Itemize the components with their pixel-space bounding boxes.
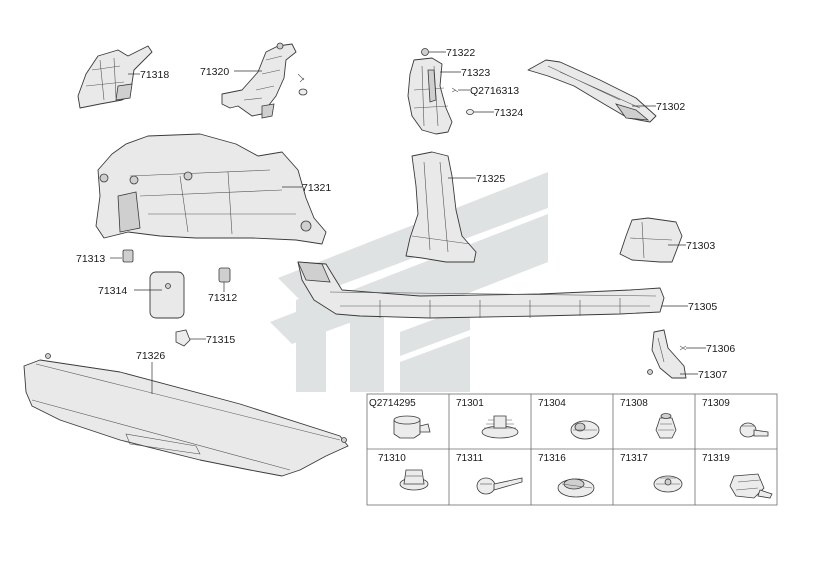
table-cell-label-r2c5: 71319 xyxy=(702,453,730,464)
label-71305: 71305 xyxy=(688,301,717,313)
table-cell-label-r2c2: 71311 xyxy=(456,453,484,464)
table-cell-label-r2c1: 71310 xyxy=(378,453,406,464)
label-71312: 71312 xyxy=(208,292,237,304)
label-71324: 71324 xyxy=(494,107,523,119)
table-cell-label-r1c3: 71304 xyxy=(538,398,566,409)
label-71314: 71314 xyxy=(98,285,127,297)
label-71315: 71315 xyxy=(206,334,235,346)
part-71306-trim xyxy=(651,329,687,379)
label-71318: 71318 xyxy=(140,69,169,81)
fastener-71308-icon xyxy=(655,413,677,439)
label-71322: 71322 xyxy=(446,47,475,59)
fastener-71316-icon xyxy=(557,478,595,498)
part-71305-sill-trim xyxy=(297,261,665,319)
fastener-71319-icon xyxy=(729,473,773,499)
part-71307-clip xyxy=(647,369,653,375)
fastener-71311-icon xyxy=(476,477,523,495)
table-cell-label-r1c4: 71308 xyxy=(620,398,648,409)
fastener-table: Q2714295 71301 71304 71308 71309 71310 7… xyxy=(366,393,778,506)
table-cell-label-r2c4: 71317 xyxy=(620,453,648,464)
fastener-71309-icon xyxy=(739,422,769,438)
label-71303: 71303 xyxy=(686,240,715,252)
part-71322-clip xyxy=(421,48,429,56)
table-cell-label-r1c1: Q2714295 xyxy=(369,398,416,409)
fastener-71304-icon xyxy=(570,420,600,440)
table-cell-label-r1c2: 71301 xyxy=(456,398,484,409)
part-71324-clip xyxy=(466,109,474,115)
part-71312-clip xyxy=(218,267,231,283)
label-71321: 71321 xyxy=(302,182,331,194)
label-71313: 71313 xyxy=(76,253,105,265)
part-71306-screw xyxy=(679,345,687,351)
part-71318-pillar-trim xyxy=(77,45,153,109)
fastener-71310-icon xyxy=(399,469,429,491)
part-71321-luggage-side-trim xyxy=(95,133,327,245)
label-71306: 71306 xyxy=(706,343,735,355)
part-71313-hook xyxy=(122,249,134,263)
label-Q2716313: Q2716313 xyxy=(470,85,519,97)
label-71326: 71326 xyxy=(136,350,165,362)
table-cell-label-r2c3: 71316 xyxy=(538,453,566,464)
fastener-Q2714295-icon xyxy=(393,415,431,439)
fastener-71317-icon xyxy=(653,475,683,493)
part-Q2716313-screw xyxy=(451,87,459,93)
part-71303-cowl-side-trim xyxy=(619,217,683,263)
label-71307: 71307 xyxy=(698,369,727,381)
table-cell-label-r1c5: 71309 xyxy=(702,398,730,409)
fastener-71301-icon xyxy=(481,415,519,439)
label-71323: 71323 xyxy=(461,67,490,79)
part-71315-clip xyxy=(175,329,191,347)
part-71302-a-pillar-trim xyxy=(527,59,657,123)
label-71320: 71320 xyxy=(200,66,229,78)
part-71326-luggage-cover xyxy=(23,353,349,477)
part-71325-b-pillar-lower xyxy=(405,151,477,263)
part-71314-cover xyxy=(149,271,185,319)
label-71302: 71302 xyxy=(656,101,685,113)
part-71323-b-pillar-upper xyxy=(407,57,453,135)
part-71320-pillar-trim xyxy=(221,42,308,119)
label-71325: 71325 xyxy=(476,173,505,185)
